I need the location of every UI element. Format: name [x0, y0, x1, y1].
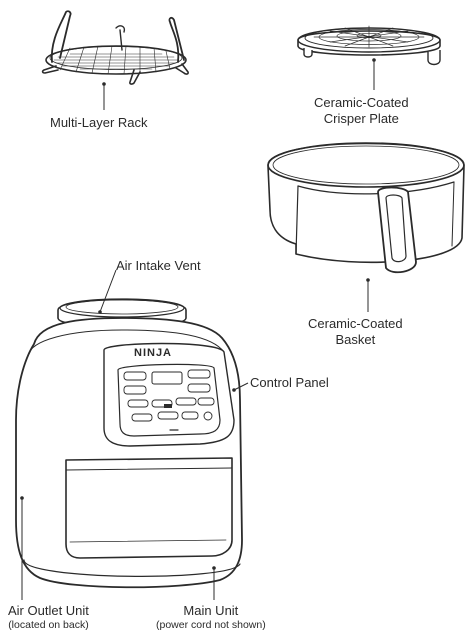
- multi-layer-rack-illustration: [41, 10, 189, 110]
- label-air-outlet-unit: Air Outlet Unit (located on back): [8, 603, 89, 632]
- label-crisper-plate-line2: Crisper Plate: [323, 111, 399, 126]
- label-main-unit: Main Unit (power cord not shown): [156, 603, 266, 632]
- label-air-outlet-note: (located on back): [8, 619, 89, 631]
- label-multi-layer-rack: Multi-Layer Rack: [50, 115, 148, 130]
- basket-illustration: [267, 142, 465, 312]
- label-air-intake-vent: Air Intake Vent: [116, 258, 201, 273]
- label-crisper-plate: Ceramic-Coated Crisper Plate: [314, 95, 409, 127]
- label-air-outlet-title: Air Outlet Unit: [8, 603, 89, 618]
- main-unit-illustration: [15, 269, 249, 600]
- label-control-panel: Control Panel: [250, 375, 329, 390]
- label-basket: Ceramic-Coated Basket: [308, 316, 403, 348]
- label-main-unit-note: (power cord not shown): [156, 619, 266, 631]
- label-basket-line1: Ceramic-Coated: [308, 316, 403, 331]
- label-main-unit-title: Main Unit: [183, 603, 239, 618]
- crisper-plate-illustration: [297, 25, 441, 90]
- brand-logo-text: NINJA: [134, 347, 172, 359]
- label-crisper-plate-line1: Ceramic-Coated: [314, 95, 409, 110]
- label-basket-line2: Basket: [335, 332, 376, 347]
